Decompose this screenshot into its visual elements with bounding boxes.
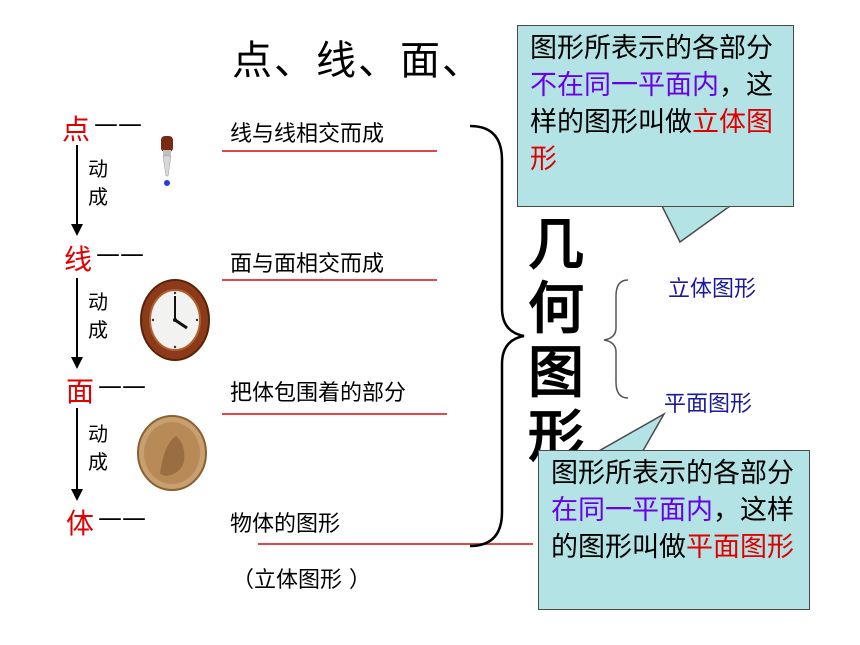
motion-label-1: 动成 xyxy=(88,157,108,209)
term-plane-dash: —— xyxy=(98,372,146,400)
motion-label-3: 动成 xyxy=(88,422,108,474)
term-solid: 体 xyxy=(66,507,95,540)
desc-line: 面与面相交而成 xyxy=(230,252,385,277)
term-point: 点 xyxy=(62,113,91,146)
dropper-icon xyxy=(161,136,173,186)
term-solid-dash: —— xyxy=(98,504,146,532)
large-brace xyxy=(469,124,525,548)
small-brace xyxy=(603,279,629,399)
geometry-label: 几 何 图 形 xyxy=(528,213,584,470)
motion-label-2: 动成 xyxy=(88,290,108,342)
callout-solid-tail xyxy=(661,206,732,244)
underline-4 xyxy=(258,543,533,545)
underline-2 xyxy=(222,279,437,281)
desc-solid: 物体的图形 xyxy=(230,512,341,537)
term-line: 线 xyxy=(64,243,93,276)
underline-1 xyxy=(222,150,437,152)
category-plane: 平面图形 xyxy=(664,392,753,417)
clock-icon xyxy=(140,279,210,361)
arrow-head-icon xyxy=(71,224,83,236)
page-title: 点、线、面、 xyxy=(232,38,484,84)
term-point-dash: —— xyxy=(94,110,142,138)
arrow-line-plane xyxy=(76,278,78,358)
arrow-head-icon xyxy=(71,489,83,501)
arrow-head-icon xyxy=(71,357,83,369)
callout-plane: 图形所表示的各部分在同一平面内，这样的图形叫做平面图形 xyxy=(538,450,810,610)
arrow-point-line xyxy=(76,145,78,225)
desc-plane: 把体包围着的部分 xyxy=(230,381,407,406)
solid-note: （立体图形 ） xyxy=(232,568,371,593)
desc-point: 线与线相交而成 xyxy=(230,122,385,147)
arrow-plane-solid xyxy=(76,408,78,490)
coin-icon xyxy=(137,415,207,491)
underline-3 xyxy=(222,413,447,415)
term-line-dash: —— xyxy=(96,240,144,268)
term-plane: 面 xyxy=(66,375,95,408)
category-solid: 立体图形 xyxy=(668,277,757,302)
callout-solid: 图形所表示的各部分不在同一平面内，这样的图形叫做立体图形 xyxy=(517,25,794,207)
